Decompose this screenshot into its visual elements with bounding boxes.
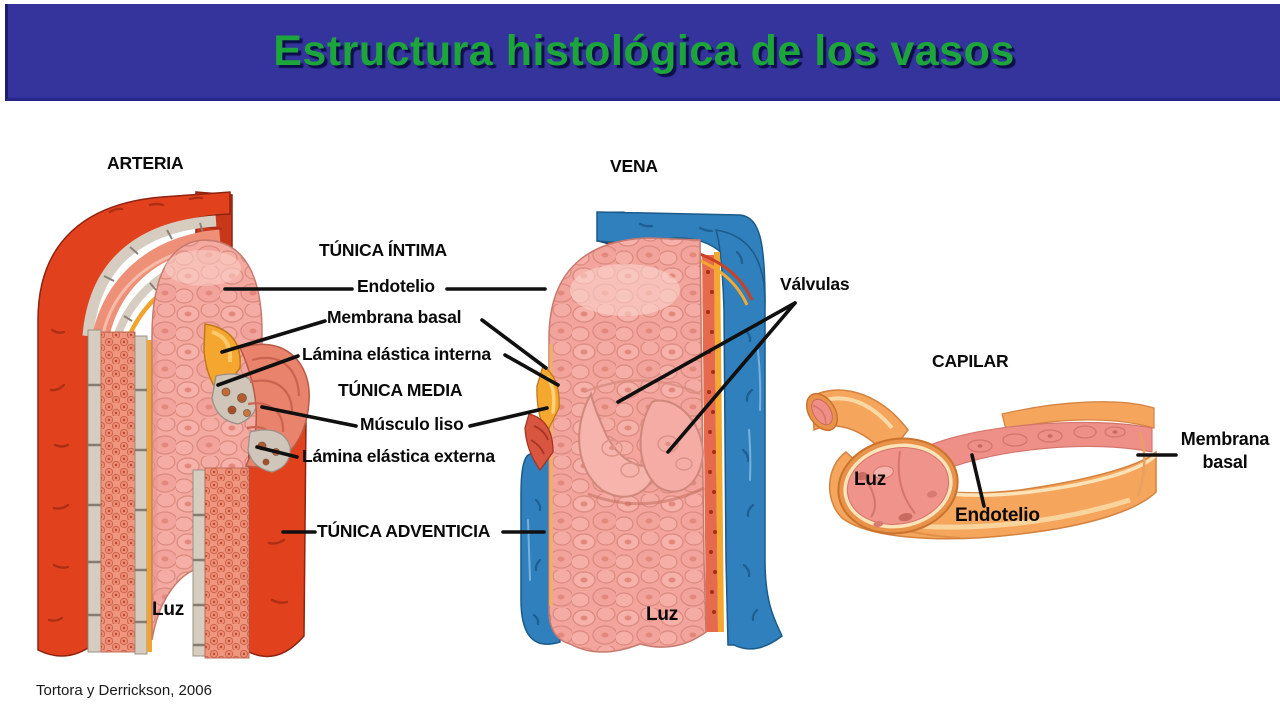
vena-illustration [520,211,783,653]
heading-capilar: CAPILAR [932,351,1009,371]
label-capilar-membrana-basal: Membrana basal [1180,429,1270,472]
label-luz-capilar: Luz [854,469,887,490]
attribution: Tortora y Derrickson, 2006 [36,682,212,699]
label-endotelio: Endotelio [357,276,435,296]
label-tunica-intima: TÚNICA ÍNTIMA [319,240,447,260]
label-lamina-elastica-externa: Lámina elástica externa [302,446,495,466]
label-lamina-elastica-interna: Lámina elástica interna [302,344,491,364]
heading-vena: VENA [610,156,658,176]
slide-title: Estructura histológica de los vasos [273,27,1015,75]
label-membrana-basal: Membrana basal [327,307,462,327]
label-valvulas: Válvulas [780,274,850,294]
title-banner: Estructura histológica de los vasos [5,4,1280,101]
label-tunica-adventicia: TÚNICA ADVENTICIA [317,521,491,541]
label-luz-vena: Luz [646,604,679,625]
label-tunica-media: TÚNICA MEDIA [338,380,463,400]
label-capilar-endotelio: Endotelio [955,505,1040,526]
label-luz-arteria: Luz [152,599,185,620]
label-musculo-liso: Músculo liso [360,414,464,434]
heading-arteria: ARTERIA [107,153,184,173]
arteria-illustration [37,191,310,659]
capilar-illustration [805,389,1157,540]
